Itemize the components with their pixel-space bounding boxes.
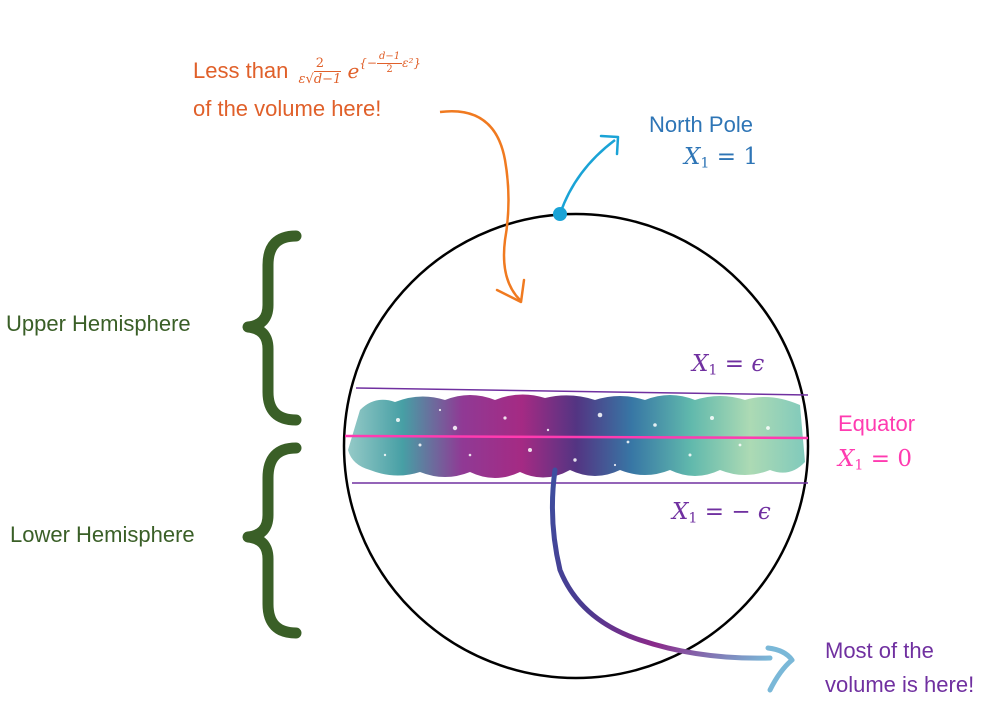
most-volume-label-line2: volume is here! bbox=[825, 672, 975, 697]
lower-hemisphere-label: Lower Hemisphere bbox=[10, 522, 195, 547]
north-pole-equation: X1 = 1 bbox=[684, 144, 758, 172]
sphere-outline bbox=[342, 212, 810, 680]
north-pole-arrow bbox=[558, 139, 616, 215]
most-volume-label: Most of the bbox=[825, 638, 934, 663]
most-volume-arrowhead bbox=[765, 645, 795, 693]
north-pole-label: North Pole bbox=[649, 112, 753, 137]
most-volume-arrow bbox=[549, 467, 773, 661]
equator-line bbox=[344, 434, 809, 440]
upper-volume-arrowhead bbox=[495, 278, 526, 304]
lower-hemisphere-brace bbox=[242, 442, 302, 639]
upper-volume-label-line2: of the volume here! bbox=[193, 96, 382, 121]
north-pole-dot bbox=[553, 207, 567, 221]
north-pole-arrowhead bbox=[599, 134, 620, 156]
equator-equation: X1 = 0 bbox=[838, 446, 912, 474]
upper-hemisphere-label: Upper Hemisphere bbox=[6, 311, 191, 336]
epsilon-lower-label: X1 = − ϵ bbox=[672, 499, 771, 527]
equator-label: Equator bbox=[838, 411, 916, 436]
epsilon-upper-label: X1 = ϵ bbox=[692, 351, 765, 379]
upper-volume-arrow bbox=[439, 109, 521, 301]
epsilon-upper-line bbox=[355, 387, 809, 396]
upper-hemisphere-brace bbox=[242, 230, 302, 426]
